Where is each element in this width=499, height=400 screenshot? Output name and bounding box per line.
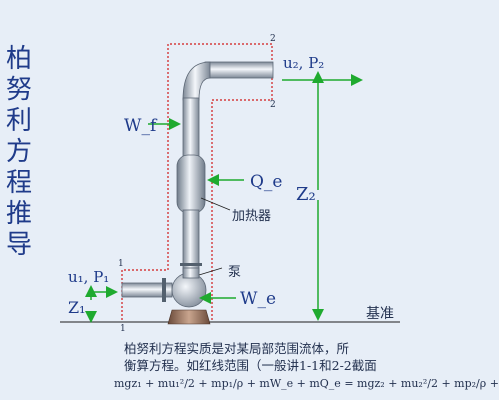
section2-top-label: 2: [270, 34, 276, 44]
z2-label: Z₂: [296, 184, 316, 205]
pipe-elbow: [182, 61, 211, 101]
u1-p1-label: u₁, P₁: [68, 268, 109, 286]
we-label: W_e: [240, 289, 276, 309]
bernoulli-diagram: 2 2 1 1 u₂, P₂ u₁, P₁ W_f Q_e 加热器 Z₂ 泵 W…: [60, 34, 400, 334]
u2-p2-label: u₂, P₂: [283, 54, 324, 72]
section1-top-label: 1: [118, 259, 124, 269]
qe-label: Q_e: [250, 172, 283, 192]
pump-label: 泵: [228, 265, 241, 280]
pump-icon: [167, 263, 211, 325]
section1-bottom-label: 1: [120, 324, 126, 334]
outlet-pipe: [204, 61, 274, 79]
pump-leader: [198, 267, 223, 276]
heater-label: 加热器: [232, 209, 271, 224]
section2-bottom-label: 2: [270, 100, 276, 110]
riser-pipe-upper: [182, 97, 200, 161]
diagram-stage: 柏努利方程推导: [6, 34, 499, 390]
diagram-title: 柏努利方程推导: [6, 44, 34, 260]
riser-pipe-lower: [182, 209, 200, 273]
z1-label: Z₁: [68, 298, 86, 317]
control-volume-boundary: [121, 43, 273, 320]
inlet-flange: [162, 278, 166, 302]
wf-label: W_f: [124, 116, 158, 136]
datum-label: 基准: [366, 305, 394, 322]
caption-text: 柏努利方程实质是对某局部范围流体，所 衡算方程。如红线范围（一般讲1-1和2-2…: [124, 340, 400, 374]
bernoulli-equation: mgz₁ + mu₁²/2 + mp₁/ρ + mW_e + mQ_e = mg…: [114, 377, 499, 390]
caption-line-1: 柏努利方程实质是对某局部范围流体，所: [124, 341, 350, 356]
caption-line-2: 衡算方程。如红线范围（一般讲1-1和2-2截面: [124, 358, 377, 373]
heater-leader: [200, 197, 231, 211]
heater-icon: [176, 154, 206, 214]
